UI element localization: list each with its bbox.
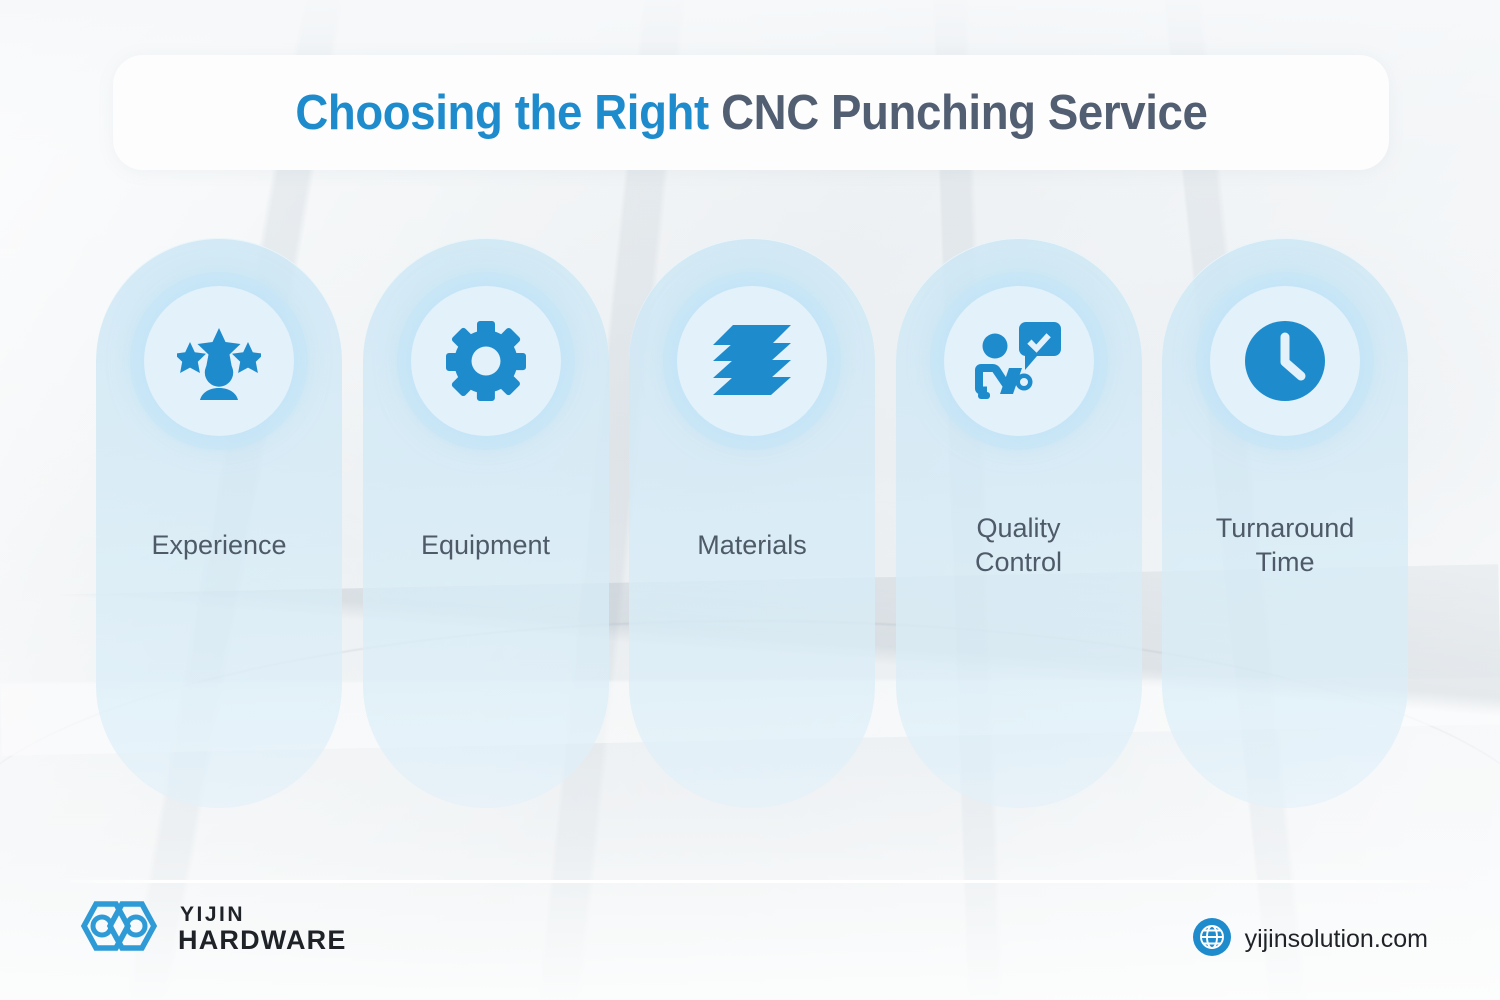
icon-circle-experience xyxy=(144,286,294,436)
page-title-rest: CNC Punching Service xyxy=(708,85,1208,140)
feature-cards-row: Experience Equipment xyxy=(96,238,1408,808)
feature-card-label-quality-control: Quality Control xyxy=(919,511,1119,579)
page-title: Choosing the Right CNC Punching Service xyxy=(294,85,1208,141)
website-url-text: yijinsolution.com xyxy=(1244,925,1428,953)
icon-circle-materials xyxy=(677,286,827,436)
feature-card-label-materials: Materials xyxy=(652,528,852,562)
page-title-highlight: Choosing the Right xyxy=(294,85,709,140)
feature-card-label-experience: Experience xyxy=(119,528,319,562)
feature-card-materials[interactable]: Materials xyxy=(629,238,875,808)
feature-card-equipment[interactable]: Equipment xyxy=(362,238,609,808)
brand-logo-text: YIJIN HARDWARE xyxy=(178,904,347,954)
label-line-1: Materials xyxy=(697,530,807,560)
gear-icon xyxy=(445,321,526,401)
inspector-check-icon xyxy=(974,320,1063,402)
globe-icon xyxy=(1192,918,1231,961)
label-line-1: Equipment xyxy=(420,530,551,560)
person-stars-icon xyxy=(177,322,261,400)
brand-name-top: YIJIN xyxy=(180,902,246,926)
label-line-1: Experience xyxy=(151,530,287,560)
label-line-2: Time xyxy=(1255,547,1315,577)
brand-logo[interactable]: YIJIN HARDWARE xyxy=(72,900,347,957)
feature-card-experience[interactable]: Experience xyxy=(96,238,342,808)
clock-icon xyxy=(1244,320,1326,402)
label-line-1: Turnaround xyxy=(1215,513,1355,543)
feature-card-quality-control[interactable]: Quality Control xyxy=(895,238,1142,808)
infinity-hexagon-logo-icon xyxy=(72,900,164,957)
icon-circle-turnaround-time xyxy=(1210,286,1360,436)
footer-divider xyxy=(70,880,1430,883)
title-banner: Choosing the Right CNC Punching Service xyxy=(113,55,1389,170)
label-line-2: Control xyxy=(974,547,1063,577)
label-line-1: Quality xyxy=(976,513,1061,543)
layers-stack-icon xyxy=(709,323,795,399)
icon-circle-equipment xyxy=(410,286,561,436)
brand-name-bottom: HARDWARE xyxy=(178,924,347,955)
feature-card-turnaround-time[interactable]: Turnaround Time xyxy=(1162,238,1408,808)
feature-card-label-turnaround-time: Turnaround Time xyxy=(1185,511,1385,579)
feature-card-label-equipment: Equipment xyxy=(386,528,586,562)
website-link[interactable]: yijinsolution.com xyxy=(1192,918,1428,961)
icon-circle-quality-control xyxy=(943,286,1094,436)
